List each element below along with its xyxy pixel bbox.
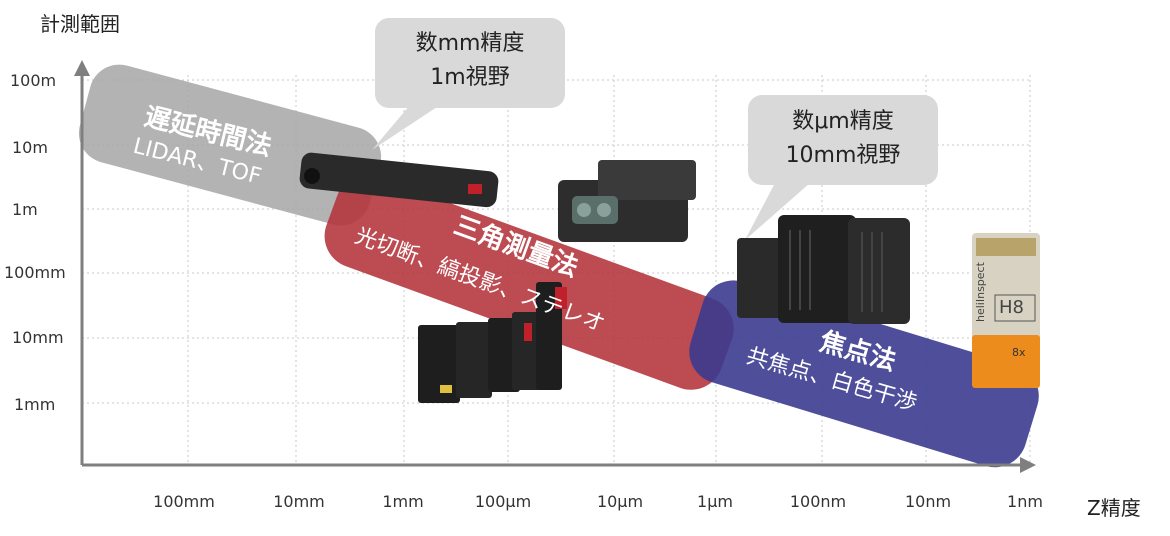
confocal-sensors-image [737,215,910,324]
x-tick-label: 1µm [697,492,733,511]
y-tick-label: 1mm [14,395,56,414]
bubble-mm-line1: 数mm精度 [415,31,525,56]
x-tick-label: 10µm [596,492,644,511]
x-tick-label: 10mm [273,492,325,511]
bubble-mm-line2: 1m視野 [430,65,510,90]
x-tick-label: 100nm [789,492,847,511]
band-triangulation [324,174,734,390]
y-tick-label: 10m [12,138,48,157]
bubble-um-line2: 10mm視野 [785,143,901,168]
h8-brand-label: heliInspect [974,262,987,322]
y-tick-label: 100mm [4,263,66,282]
h8-model-label: H8 [999,297,1024,318]
x-tick-label: 100µm [474,492,532,511]
stereo-camera-image [558,160,696,242]
bubble-um-line1: 数μm精度 [792,109,894,134]
bubble-um [745,95,938,240]
h8-badge-label: 8x [1012,346,1026,359]
x-tick-label: 1nm [1007,492,1043,511]
lidar-sensor-image [299,152,499,208]
x-axis-title: Z精度 [1087,496,1141,520]
x-tick-label: 100mm [153,492,215,511]
y-tick-label: 10mm [12,328,64,347]
band-focus [689,280,1039,468]
laser-profile-sensors-image [418,282,567,403]
y-tick-label: 100m [10,71,57,90]
y-axis-title: 計測範囲 [40,12,120,36]
bubble-mm [372,18,565,150]
x-tick-label: 1mm [382,492,424,511]
x-tick-label: 10nm [904,492,952,511]
heliinspect-h8-image [972,233,1040,388]
y-tick-label: 1m [12,200,38,219]
axes [74,60,1036,473]
